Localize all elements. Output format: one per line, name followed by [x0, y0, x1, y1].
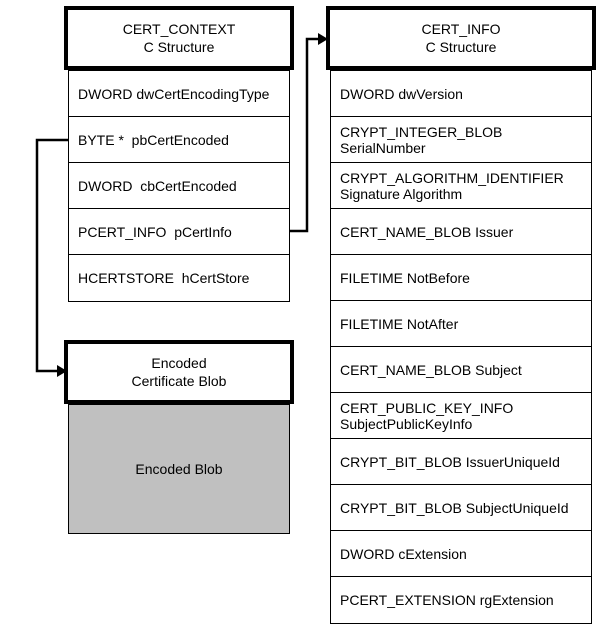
cert-info-header: CERT_INFO C Structure [326, 6, 596, 70]
field-label: CRYPT_ALGORITHM_IDENTIFIER Signature Alg… [340, 169, 564, 202]
connector-pcertinfo-to-certinfo [290, 37, 319, 233]
cert-context-field-row: HCERTSTORE hCertStore [69, 255, 289, 301]
field-label: CRYPT_BIT_BLOB IssuerUniqueId [340, 453, 560, 470]
cert-info-field-row: PCERT_EXTENSION rgExtension [331, 577, 591, 623]
field-label: CRYPT_INTEGER_BLOB SerialNumber [340, 123, 503, 156]
field-label: PCERT_EXTENSION rgExtension [340, 592, 554, 608]
cert-info-field-row: CRYPT_INTEGER_BLOB SerialNumber [331, 117, 591, 163]
cert-context-header: CERT_CONTEXT C Structure [64, 6, 294, 70]
encoded-cert-blob-header: Encoded Certificate Blob [64, 340, 294, 404]
field-label: CERT_NAME_BLOB Issuer [340, 223, 514, 240]
cert-info-field-row: CERT_NAME_BLOB Subject [331, 347, 591, 393]
encoded-blob-body: Encoded Blob [68, 404, 290, 534]
cert-info-field-row: CRYPT_BIT_BLOB SubjectUniqueId [331, 485, 591, 531]
field-label: FILETIME NotBefore [340, 269, 470, 286]
encoded-blob-label: Encoded Blob [135, 461, 223, 477]
cert-context-field-row: DWORD dwCertEncodingType [69, 71, 289, 117]
field-label: BYTE * pbCertEncoded [78, 131, 229, 148]
field-label: CRYPT_BIT_BLOB SubjectUniqueId [340, 499, 569, 516]
cert-info-field-row: DWORD dwVersion [331, 71, 591, 117]
cert-info-field-list: DWORD dwVersion CRYPT_INTEGER_BLOB Seria… [330, 70, 592, 624]
cert-info-field-row: CRYPT_ALGORITHM_IDENTIFIER Signature Alg… [331, 163, 591, 209]
field-label: DWORD cExtension [340, 545, 467, 562]
cert-context-title: CERT_CONTEXT C Structure [122, 21, 236, 55]
field-label: PCERT_INFO pCertInfo [78, 223, 232, 240]
field-label: FILETIME NotAfter [340, 315, 459, 332]
cert-info-field-row: CERT_PUBLIC_KEY_INFO SubjectPublicKeyInf… [331, 393, 591, 439]
cert-context-field-list: DWORD dwCertEncodingType BYTE * pbCertEn… [68, 70, 290, 302]
encoded-cert-blob-title: Encoded Certificate Blob [131, 355, 227, 389]
cert-info-field-row: CRYPT_BIT_BLOB IssuerUniqueId [331, 439, 591, 485]
cert-info-field-row: CERT_NAME_BLOB Issuer [331, 209, 591, 255]
field-label: HCERTSTORE hCertStore [78, 270, 250, 286]
cert-info-field-row: FILETIME NotAfter [331, 301, 591, 347]
cert-info-title: CERT_INFO C Structure [421, 21, 501, 55]
cert-info-field-row: FILETIME NotBefore [331, 255, 591, 301]
field-label: DWORD dwVersion [340, 85, 463, 102]
cert-context-field-row: PCERT_INFO pCertInfo [69, 209, 289, 255]
field-label: DWORD dwCertEncodingType [78, 85, 270, 102]
cert-context-field-row: DWORD cbCertEncoded [69, 163, 289, 209]
connector-pbcertencoded-to-encoded-blob [35, 138, 68, 373]
field-label: CERT_NAME_BLOB Subject [340, 361, 522, 378]
field-label: CERT_PUBLIC_KEY_INFO SubjectPublicKeyInf… [340, 399, 514, 432]
cert-context-field-row: BYTE * pbCertEncoded [69, 117, 289, 163]
field-label: DWORD cbCertEncoded [78, 177, 237, 194]
cert-info-field-row: DWORD cExtension [331, 531, 591, 577]
